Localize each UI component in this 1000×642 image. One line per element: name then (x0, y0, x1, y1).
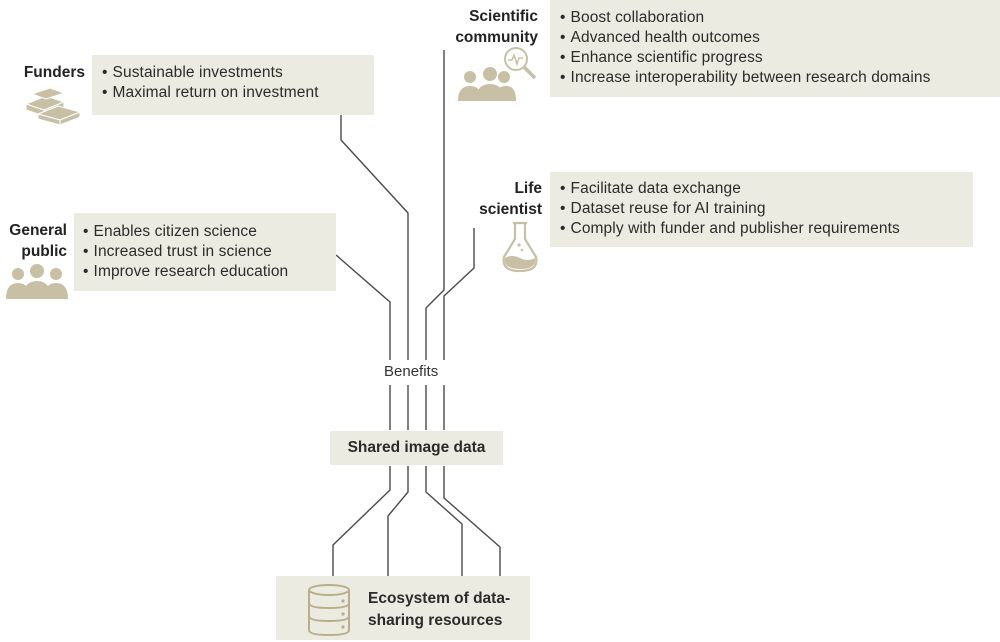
connector-funders (340, 115, 409, 576)
list-item: Enables citizen science (83, 222, 336, 242)
general-public-label: General public (9, 222, 67, 260)
list-item: Maximal return on investment (102, 83, 374, 103)
people-magnifier-icon (458, 47, 537, 101)
people-group-icon (6, 264, 68, 299)
list-item: Sustainable investments (102, 63, 374, 83)
list-item: Dataset reuse for AI training (560, 199, 973, 219)
flask-icon (502, 221, 538, 273)
funders-label: Funders (23, 64, 85, 81)
benefits-label: Benefits (380, 363, 443, 380)
scientific-community-label: Scientific community (455, 8, 538, 46)
list-item: Increased trust in science (83, 242, 336, 262)
connector-life-scientist (443, 228, 501, 576)
list-item: Facilitate data exchange (560, 179, 973, 199)
list-item: Increase interoperability between resear… (560, 68, 1000, 88)
ecosystem-label: Ecosystem of data- sharing resources (368, 590, 511, 629)
scientific-community-benefits-box: Boost collaboration Advanced health outc… (550, 0, 1000, 97)
funders-benefits-box: Sustainable investments Maximal return o… (92, 55, 374, 115)
connector-scientific-community (425, 50, 463, 576)
list-item: Improve research education (83, 262, 336, 282)
life-scientist-benefits-box: Facilitate data exchange Dataset reuse f… (550, 172, 973, 247)
connector-general-public (332, 254, 391, 576)
list-item: Enhance scientific progress (560, 48, 1000, 68)
list-item: Boost collaboration (560, 8, 1000, 28)
general-public-benefits-box: Enables citizen science Increased trust … (74, 213, 336, 291)
list-item: Comply with funder and publisher require… (560, 219, 973, 239)
life-scientist-label: Life scientist (479, 180, 542, 218)
database-icon (308, 584, 350, 637)
money-stack-icon (24, 87, 82, 126)
shared-image-data-box: Shared image data (330, 431, 503, 465)
list-item: Advanced health outcomes (560, 28, 1000, 48)
